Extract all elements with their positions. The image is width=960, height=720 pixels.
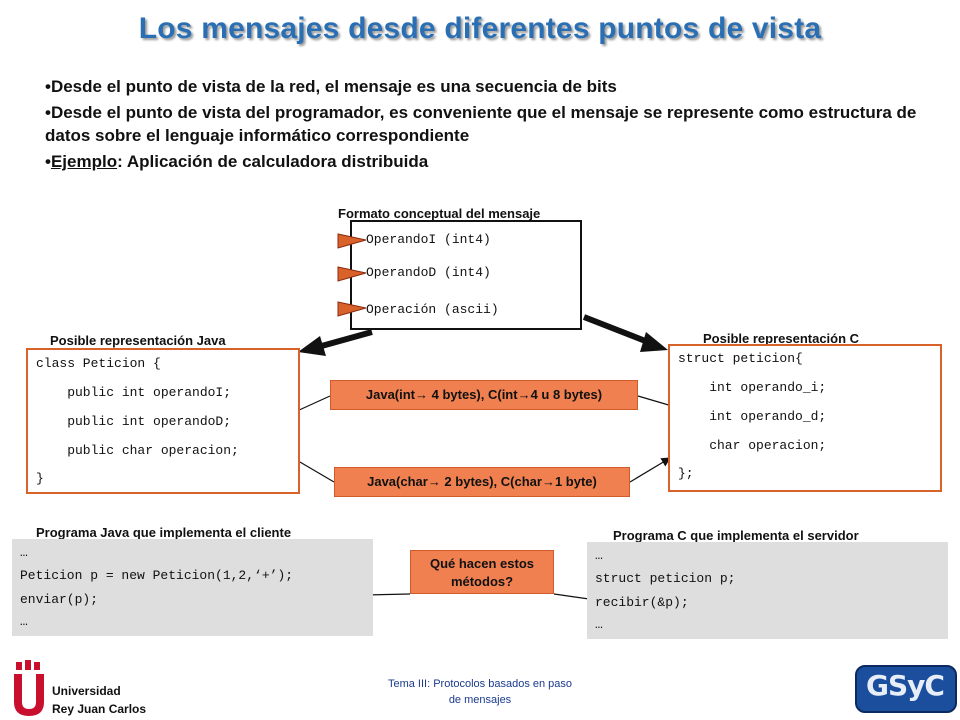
java-client-line: … <box>20 545 28 560</box>
urjc-logo: Universidad Rey Juan Carlos <box>10 660 150 718</box>
java-repr-box <box>26 348 300 494</box>
formato-caption: Formato conceptual del mensaje <box>338 206 541 221</box>
java-client-caption: Programa Java que implementa el cliente <box>36 525 292 540</box>
c-repr-line: int operando_d; <box>678 409 827 424</box>
java-client-line: … <box>20 614 28 629</box>
bullet-1: •Desde el punto de vista de la red, el m… <box>45 77 617 96</box>
urjc-name-line-1: Universidad <box>52 684 121 698</box>
bullet-2: •Desde el punto de vista del programador… <box>45 103 917 145</box>
java-repr-line: class Peticion { <box>36 356 161 371</box>
java-client-line: enviar(p); <box>20 592 99 607</box>
c-server-line: struct peticion p; <box>595 571 736 586</box>
formato-box <box>350 220 582 330</box>
c-server-caption: Programa C que implementa el servidor <box>613 528 859 543</box>
question-note: Qué hacen estos métodos? <box>410 550 554 594</box>
c-repr-box <box>668 344 942 492</box>
java-repr-line: public int operandoI; <box>36 385 232 400</box>
c-repr-caption: Posible representación C <box>703 331 860 346</box>
int-size-note: Java(int→ 4 bytes), C(int→4 u 8 bytes) <box>330 380 638 410</box>
footer-line-2: de mensajes <box>448 694 512 706</box>
java-repr-line: } <box>36 471 44 486</box>
formato-field-operacion: Operación (ascii) <box>366 302 499 317</box>
ejemplo-link[interactable]: Ejemplo <box>50 152 118 171</box>
page-title: Los mensajes desde diferentes puntos de … <box>138 12 822 45</box>
c-server-box <box>587 542 948 639</box>
field-marker-icon <box>337 301 367 317</box>
footer: Tema III: Protocolos basados en paso de … <box>330 676 630 708</box>
bullet-3-prefix: • <box>45 152 51 171</box>
java-repr-line: public int operandoD; <box>36 414 232 429</box>
char-size-note: Java(char→ 2 bytes), C(char→1 byte) <box>334 467 630 497</box>
c-repr-line: int operando_i; <box>678 380 827 395</box>
big-arrow-to-c <box>582 314 650 345</box>
field-marker-icon <box>337 266 367 282</box>
bullet-list: •Desde el punto de vista de la red, el m… <box>45 75 925 176</box>
formato-field-operandoI: OperandoI (int4) <box>366 232 491 247</box>
footer-line-1: Tema III: Protocolos basados en paso <box>387 678 573 690</box>
c-server-line: recibir(&p); <box>595 595 689 610</box>
bullet-3-rest: : Aplicación de calculadora distribuida <box>117 152 429 171</box>
gsyc-logo: GSyC <box>855 665 957 713</box>
char-arrow-c <box>629 457 672 483</box>
c-repr-line: char operacion; <box>678 438 827 453</box>
urjc-emblem-icon <box>14 660 44 716</box>
java-repr-line: public char operacion; <box>36 443 239 458</box>
gsyc-logo-text: GSyC <box>866 669 945 702</box>
java-client-line: Peticion p = new Peticion(1,2,‘+’); <box>20 568 294 583</box>
big-arrow-head-c <box>640 332 668 352</box>
formato-field-operandoD: OperandoD (int4) <box>366 265 491 280</box>
big-arrow-head-java <box>298 336 326 356</box>
java-repr-caption: Posible representación Java <box>50 333 226 348</box>
c-repr-line: }; <box>678 466 694 481</box>
bullet-3: •Ejemplo: Aplicación de calculadora dist… <box>45 150 925 173</box>
urjc-name-line-2: Rey Juan Carlos <box>52 702 147 716</box>
c-server-line: … <box>595 617 603 632</box>
c-server-line: … <box>595 548 603 563</box>
c-repr-line: struct peticion{ <box>678 351 803 366</box>
gsyc-logo-badge <box>855 665 957 713</box>
big-arrow-to-java <box>317 329 373 350</box>
field-marker-icon <box>337 233 367 249</box>
java-client-box <box>12 539 373 636</box>
